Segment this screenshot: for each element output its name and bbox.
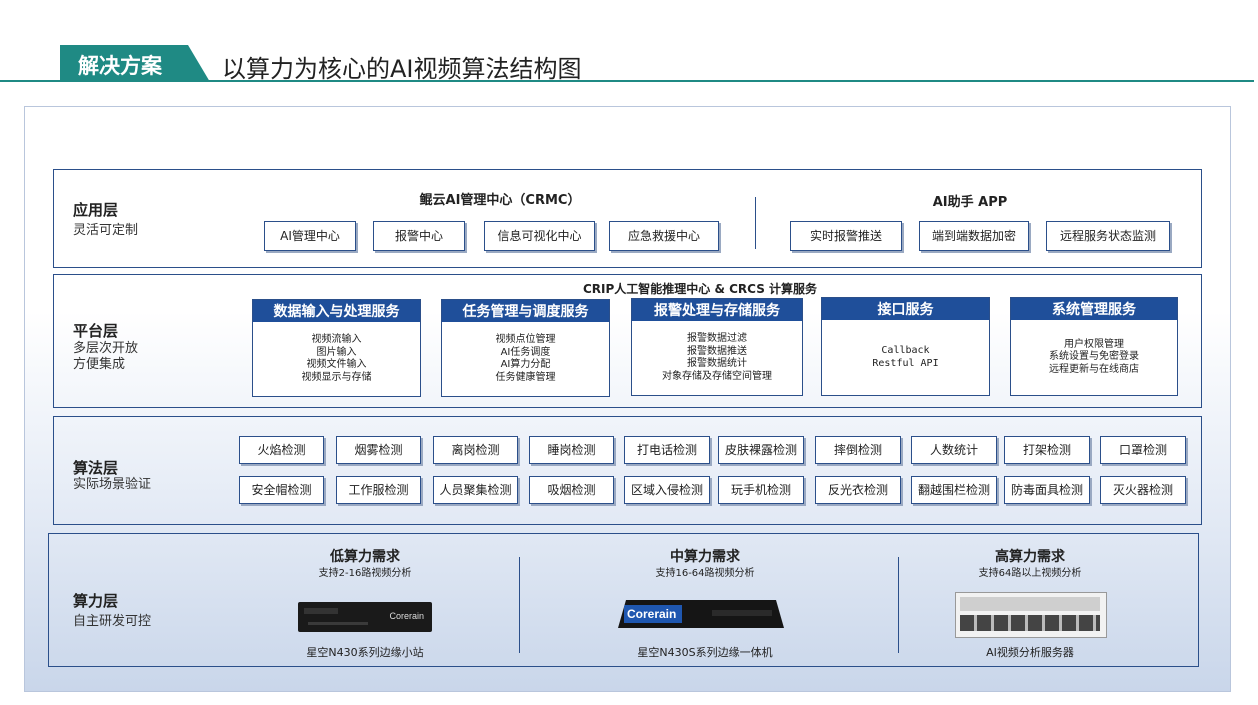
compute-divider bbox=[519, 557, 520, 653]
platform-layer-name: 平台层 bbox=[73, 322, 119, 340]
service-item: 视频显示与存储 bbox=[301, 371, 372, 383]
app-layer bbox=[53, 169, 1202, 268]
service-item: 对象存储及存储空间管理 bbox=[662, 370, 772, 382]
service-card: 系统管理服务 用户权限管理 系统设置与免密登录 远程更新与在线商店 bbox=[1010, 297, 1178, 396]
app-layer-desc: 灵活可定制 bbox=[73, 223, 139, 238]
service-item: 用户权限管理 bbox=[1064, 338, 1124, 350]
algo-item: 区域入侵检测 bbox=[624, 476, 710, 504]
platform-layer bbox=[53, 274, 1202, 408]
compute-tier-sub: 支持16-64路视频分析 bbox=[655, 568, 755, 579]
vent-icon bbox=[712, 610, 772, 616]
port-icon bbox=[308, 622, 368, 625]
service-item: 报警数据推送 bbox=[687, 345, 747, 357]
crmc-item: 信息可视化中心 bbox=[484, 221, 595, 251]
compute-device-name: 星空N430S系列边缘一体机 bbox=[637, 646, 773, 659]
algo-item: 打电话检测 bbox=[624, 436, 710, 464]
service-title: 报警处理与存储服务 bbox=[632, 299, 802, 321]
device-badge bbox=[624, 605, 682, 623]
edge-station-device-image: Corerain bbox=[298, 602, 432, 632]
platform-layer-desc: 方便集成 bbox=[73, 357, 126, 372]
app-layer-divider bbox=[755, 197, 756, 249]
service-item: 远程更新与在线商店 bbox=[1049, 363, 1139, 375]
crmc-title: 鲲云AI管理中心（CRMC） bbox=[419, 193, 581, 208]
compute-device-name: AI视频分析服务器 bbox=[986, 646, 1074, 659]
algo-item: 口罩检测 bbox=[1100, 436, 1186, 464]
device-logo: Corerain bbox=[389, 611, 424, 621]
compute-layer-name: 算力层 bbox=[73, 592, 119, 610]
service-item: Callback bbox=[881, 345, 930, 356]
drive-bay-icon bbox=[960, 615, 1100, 631]
service-item: 报警数据统计 bbox=[687, 358, 747, 369]
algo-item: 人数统计 bbox=[911, 436, 997, 464]
service-item: 视频点位管理 bbox=[495, 334, 556, 345]
service-card: 数据输入与处理服务 视频流输入 图片输入 视频文件输入 视频显示与存储 bbox=[252, 299, 421, 397]
algo-item: 睡岗检测 bbox=[529, 436, 614, 464]
service-item: AI算力分配 bbox=[500, 359, 551, 370]
compute-divider bbox=[898, 557, 899, 653]
service-title: 数据输入与处理服务 bbox=[253, 300, 420, 322]
algo-item: 吸烟检测 bbox=[529, 476, 614, 504]
algo-item: 打架检测 bbox=[1004, 436, 1090, 464]
edge-appliance-device-image: Corerain bbox=[618, 600, 784, 628]
drive-bay-icon bbox=[960, 597, 1100, 611]
algo-item: 摔倒检测 bbox=[815, 436, 901, 464]
algo-layer-name: 算法层 bbox=[73, 459, 119, 477]
service-item: 系统设置与免密登录 bbox=[1049, 351, 1139, 363]
page-title: 以算力为核心的AI视频算法结构图 bbox=[222, 55, 582, 83]
service-item: 视频文件输入 bbox=[306, 359, 367, 370]
service-title: 任务管理与调度服务 bbox=[442, 300, 609, 322]
crmc-item: 报警中心 bbox=[373, 221, 465, 251]
algo-item: 反光衣检测 bbox=[815, 476, 901, 504]
service-item: Restful API bbox=[872, 357, 939, 369]
service-title: 接口服务 bbox=[822, 298, 989, 320]
algo-item: 烟雾检测 bbox=[336, 436, 421, 464]
compute-tier-title: 高算力需求 bbox=[995, 549, 1065, 565]
service-item: 视频流输入 bbox=[311, 334, 362, 345]
algo-item: 防毒面具检测 bbox=[1004, 476, 1090, 504]
compute-tier-title: 中算力需求 bbox=[670, 549, 740, 565]
section-tag: 解决方案 bbox=[60, 45, 210, 82]
algo-item: 翻越围栏检测 bbox=[911, 476, 997, 504]
crmc-item: 应急救援中心 bbox=[609, 221, 719, 251]
app-item: 实时报警推送 bbox=[790, 221, 902, 251]
compute-tier-sub: 支持2-16路视频分析 bbox=[318, 568, 412, 579]
service-item: 图片输入 bbox=[316, 346, 357, 358]
platform-layer-desc: 多层次开放 bbox=[73, 341, 139, 356]
app-layer-name: 应用层 bbox=[73, 201, 119, 219]
algo-item: 安全帽检测 bbox=[239, 476, 324, 504]
compute-layer-desc: 自主研发可控 bbox=[73, 614, 152, 629]
service-title: 系统管理服务 bbox=[1011, 298, 1177, 320]
compute-device-name: 星空N430系列边缘小站 bbox=[306, 646, 424, 659]
compute-layer bbox=[48, 533, 1199, 667]
algo-item: 火焰检测 bbox=[239, 436, 324, 464]
algo-layer-desc: 实际场景验证 bbox=[73, 477, 152, 492]
app-item: 端到端数据加密 bbox=[919, 221, 1029, 251]
platform-top-title: CRIP人工智能推理中心 & CRCS 计算服务 bbox=[582, 282, 818, 296]
vent-icon bbox=[304, 608, 338, 614]
server-device-image bbox=[955, 592, 1107, 638]
algo-item: 皮肤裸露检测 bbox=[718, 436, 804, 464]
crmc-item: AI管理中心 bbox=[264, 221, 356, 251]
compute-tier-sub: 支持64路以上视频分析 bbox=[978, 568, 1082, 579]
service-item: 报警数据过滤 bbox=[687, 333, 747, 344]
header-rule bbox=[0, 80, 1254, 82]
algo-item: 离岗检测 bbox=[433, 436, 518, 464]
algo-layer bbox=[53, 416, 1202, 525]
service-item: 任务健康管理 bbox=[495, 371, 556, 383]
service-item: AI任务调度 bbox=[500, 346, 551, 358]
app-title: AI助手 APP bbox=[932, 195, 1008, 210]
app-item: 远程服务状态监测 bbox=[1046, 221, 1170, 251]
device-logo: Corerain bbox=[627, 607, 677, 621]
compute-tier-title: 低算力需求 bbox=[330, 549, 400, 565]
service-card: 任务管理与调度服务 视频点位管理 AI任务调度 AI算力分配 任务健康管理 bbox=[441, 299, 610, 397]
algo-item: 玩手机检测 bbox=[718, 476, 804, 504]
algo-item: 人员聚集检测 bbox=[433, 476, 518, 504]
algo-item: 工作服检测 bbox=[336, 476, 421, 504]
algo-item: 灭火器检测 bbox=[1100, 476, 1186, 504]
service-card: 报警处理与存储服务 报警数据过滤 报警数据推送 报警数据统计 对象存储及存储空间… bbox=[631, 298, 803, 396]
section-tag-label: 解决方案 bbox=[78, 54, 162, 78]
service-card: 接口服务 Callback Restful API bbox=[821, 297, 990, 396]
